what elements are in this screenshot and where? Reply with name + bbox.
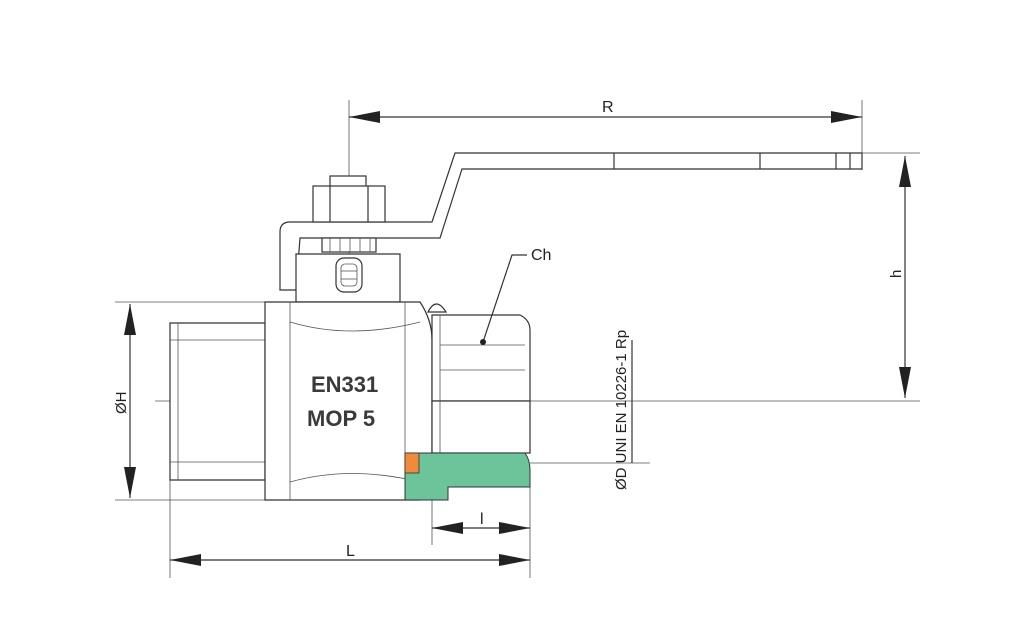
- label-R: R: [602, 99, 614, 116]
- label-L: L: [346, 543, 355, 560]
- dimension-D: ØD UNI EN 10226-1 Rp: [613, 330, 633, 490]
- left-end-connection: [169, 322, 266, 481]
- seal-section: [404, 452, 420, 474]
- marking-line-1: EN331: [311, 372, 378, 397]
- pipe-section: [404, 452, 531, 501]
- dimension-h: h: [888, 156, 911, 398]
- stem-nut: [312, 175, 386, 253]
- valve-body: [264, 301, 448, 501]
- label-H: ØH: [113, 392, 130, 415]
- dimension-l: l: [432, 511, 530, 534]
- leader-Ch: Ch: [480, 247, 551, 345]
- label-h: h: [888, 270, 905, 278]
- right-end-connection: [431, 314, 531, 454]
- label-Ch: Ch: [531, 247, 551, 264]
- label-D: ØD UNI EN 10226-1 Rp: [613, 330, 630, 490]
- dimension-H: ØH: [113, 304, 136, 498]
- lever-handle: [279, 152, 863, 291]
- marking-line-2: MOP 5: [307, 406, 375, 431]
- label-l: l: [480, 511, 484, 528]
- dimension-L: L: [170, 543, 530, 566]
- pipe-thread-section: [404, 452, 531, 501]
- stem-housing: [295, 253, 401, 303]
- dimension-R: R: [349, 99, 862, 123]
